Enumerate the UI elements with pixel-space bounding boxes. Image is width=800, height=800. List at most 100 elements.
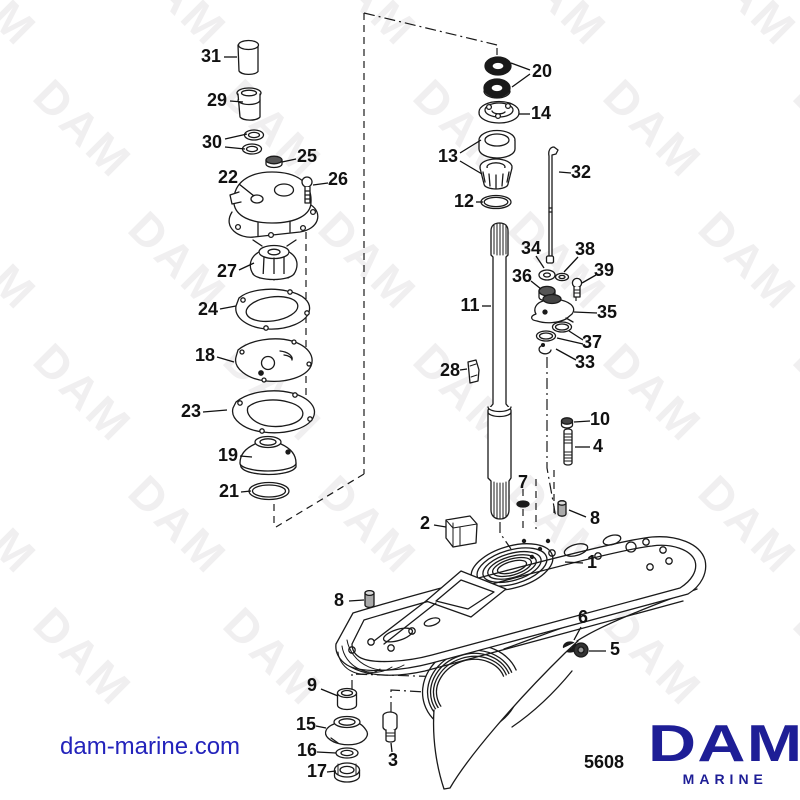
part-31-water-tube xyxy=(237,39,260,76)
part-number: 29 xyxy=(207,90,227,110)
part-label-6: 6 xyxy=(573,607,588,641)
part-1-gear-housing xyxy=(335,534,707,790)
part-label-22: 22 xyxy=(218,167,255,197)
part-7-seal-washer xyxy=(516,500,530,508)
part-label-8: 8 xyxy=(334,590,365,610)
part-number: 30 xyxy=(202,132,222,152)
part-label-35: 35 xyxy=(573,302,617,322)
leader-line xyxy=(510,62,531,71)
part-number: 12 xyxy=(454,191,474,211)
diagram-code: 5608 xyxy=(584,752,625,772)
part-32-shift-shaft xyxy=(545,146,559,264)
part-number: 35 xyxy=(597,302,617,322)
part-label-13: 13 xyxy=(438,139,483,175)
part-number: 19 xyxy=(218,445,238,465)
part-number: 18 xyxy=(195,345,215,365)
part-label-3: 3 xyxy=(388,742,398,770)
part-number: 3 xyxy=(388,750,398,770)
part-number: 38 xyxy=(575,239,595,259)
leader-line xyxy=(326,770,337,773)
leader-line xyxy=(568,330,584,341)
part-number: 24 xyxy=(198,299,218,319)
leader-line xyxy=(219,305,237,310)
part-label-7: 7 xyxy=(518,472,528,492)
leader-line xyxy=(239,455,253,458)
leader-line xyxy=(224,146,246,150)
part-label-28: 28 xyxy=(440,360,468,380)
part-number: 8 xyxy=(334,590,344,610)
leader-line xyxy=(581,274,597,284)
part-24-gasket xyxy=(235,288,311,331)
part-16-washer xyxy=(335,747,359,759)
part-number: 4 xyxy=(593,436,603,456)
part-number: 15 xyxy=(296,714,316,734)
part-number: 6 xyxy=(578,607,588,627)
part-39-bolt xyxy=(571,277,583,298)
part-label-16: 16 xyxy=(297,740,337,760)
part-number: 26 xyxy=(328,169,348,189)
part-9-bushing xyxy=(336,687,358,711)
leader-line xyxy=(390,742,393,753)
leader-line xyxy=(348,599,365,602)
part-label-32: 32 xyxy=(558,162,591,182)
part-2-retainer-clip xyxy=(445,515,478,548)
part-label-15: 15 xyxy=(296,714,327,734)
part-10-nut xyxy=(560,417,574,429)
part-label-27: 27 xyxy=(217,261,255,281)
part-25-grommet xyxy=(265,155,283,169)
part-label-5: 5 xyxy=(589,639,620,659)
leader-line xyxy=(459,368,468,371)
part-15-anode xyxy=(324,715,369,746)
part-label-8: 8 xyxy=(568,508,600,528)
part-number: 9 xyxy=(307,675,317,695)
part-label-4: 4 xyxy=(575,436,603,456)
part-label-14: 14 xyxy=(519,103,551,123)
part-label-37: 37 xyxy=(556,330,602,352)
part-23-gasket xyxy=(232,390,316,434)
part-number: 11 xyxy=(460,295,479,315)
part-3-drain-plug xyxy=(382,711,398,743)
part-18-wear-plate xyxy=(235,338,313,383)
part-33-retaining-clip xyxy=(538,342,552,355)
leader-line xyxy=(530,280,542,290)
part-number: 13 xyxy=(438,146,458,166)
part-label-19: 19 xyxy=(218,445,253,465)
part-37-o-rings xyxy=(535,321,573,342)
leader-line xyxy=(573,420,591,423)
part-number: 20 xyxy=(532,61,552,81)
leader-line xyxy=(224,133,248,140)
part-17-nut xyxy=(333,762,361,783)
part-label-25: 25 xyxy=(281,146,317,166)
leader-line xyxy=(555,348,577,361)
part-number: 2 xyxy=(420,513,430,533)
leader-line xyxy=(316,751,337,754)
part-35-shift-shaft-bushing xyxy=(530,293,575,324)
part-label-9: 9 xyxy=(307,675,339,697)
part-number: 5 xyxy=(610,639,620,659)
leader-line xyxy=(229,100,244,103)
part-29-water-tube-guide xyxy=(236,87,262,121)
part-number: 31 xyxy=(201,46,221,66)
leader-line xyxy=(240,490,252,493)
website-link[interactable]: dam-marine.com xyxy=(60,733,241,760)
part-12-o-ring xyxy=(480,194,512,210)
part-30-seal-washers xyxy=(241,129,265,155)
part-label-30: 30 xyxy=(202,132,248,152)
leader-line xyxy=(535,255,545,269)
part-34-washer xyxy=(538,269,556,281)
leader-line xyxy=(238,183,255,197)
leader-line xyxy=(459,139,482,154)
part-21-o-ring xyxy=(248,481,290,501)
leader-line xyxy=(558,171,572,174)
part-38-seal-ring xyxy=(554,272,570,282)
part-11-driveshaft xyxy=(487,222,512,520)
dam-marine-logo: DAM MARINE xyxy=(648,718,800,786)
part-8-dowel-left xyxy=(364,589,375,609)
leader-line xyxy=(238,262,255,271)
part-4-stud xyxy=(563,428,573,466)
part-label-31: 31 xyxy=(201,46,237,66)
part-label-10: 10 xyxy=(573,409,610,429)
part-label-26: 26 xyxy=(312,169,348,189)
leader-line xyxy=(573,626,582,641)
